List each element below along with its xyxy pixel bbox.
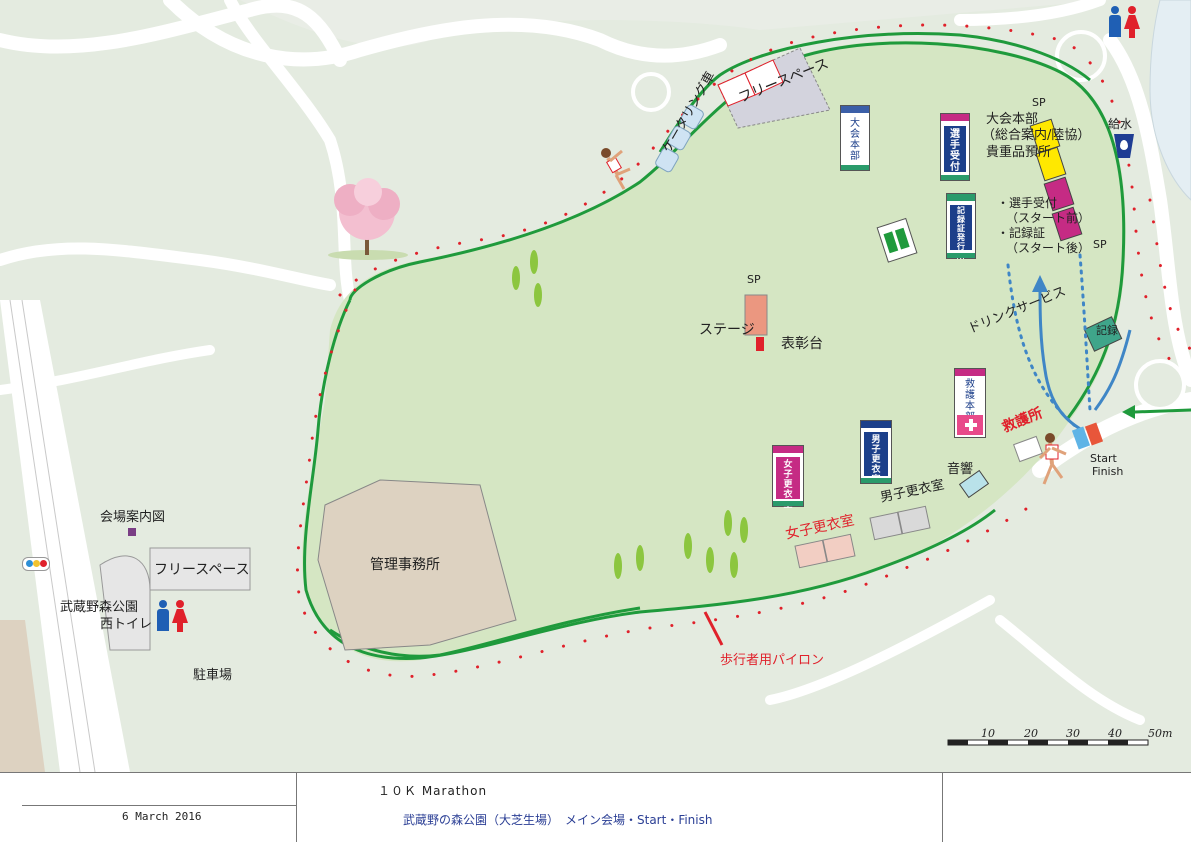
pylon-pointer [703, 611, 724, 646]
podium-block [756, 337, 764, 351]
sound-label: 音響 [947, 462, 974, 477]
cherry-tree [328, 178, 408, 260]
finish-label: Finish [1092, 465, 1124, 478]
free-space-left-block [149, 547, 251, 591]
reg-note-2: （スタート前） [1006, 211, 1091, 225]
scale-tick-20: 20 [1024, 727, 1038, 740]
stage-block [744, 294, 768, 336]
venue-guide-marker [128, 528, 136, 536]
main-lawn [302, 40, 1126, 662]
admin-office-label: 管理事務所 [370, 557, 440, 573]
free-space-top-area [717, 47, 831, 129]
sp-label-1: SP [1032, 96, 1046, 109]
podium-label: 表彰台 [781, 336, 823, 352]
admin-office-building [317, 479, 517, 651]
mens-changing-block [869, 505, 931, 541]
registration-sign-text: 選手受付 [950, 129, 960, 173]
toilet-women-icon [1124, 6, 1140, 38]
rec-note-1: ・記録証 [997, 226, 1046, 240]
pylon-label: 歩行者用パイロン [720, 653, 825, 668]
record-sign-text: 記録証発行所 [957, 206, 965, 260]
registration-sign: 選手受付 [940, 113, 970, 181]
mens-changing-sign: 男子更衣室 [860, 420, 892, 485]
hq-desc-3: 貴重品預所 [986, 145, 1052, 160]
course-arrow [1032, 275, 1048, 292]
reg-note-1: ・選手受付 [997, 196, 1058, 210]
parking-label: 駐車場 [193, 668, 233, 683]
first-aid-hq-sign: 救護本部 [954, 368, 986, 438]
hq-desc-2: （総合案内/陸協） [982, 128, 1091, 143]
record-sign: 記録証発行所 [946, 193, 976, 260]
start-label: Start [1090, 452, 1117, 465]
catering-cars [655, 104, 704, 173]
venue-guide-map-label: 会場案内図 [100, 510, 166, 525]
sp-label-2: SP [1093, 238, 1107, 251]
sound-booth-block [958, 469, 990, 499]
finish-runner-icon [1038, 433, 1067, 485]
roundabout [631, 72, 671, 112]
first-aid-block [1013, 435, 1043, 463]
runner-icon [601, 148, 631, 190]
west-toilet-men-icon [156, 600, 170, 632]
trees [512, 250, 748, 579]
title-block: １０Ｋ Marathon 6 March 2016 武蔵野の森公園（大芝生場） … [0, 772, 1191, 842]
scale-tick-50: 50m [1148, 727, 1173, 740]
womens-changing-block [794, 533, 856, 569]
traffic-light-icon [22, 557, 50, 571]
registration-booth-sign [876, 217, 918, 263]
scale-tick-30: 30 [1066, 727, 1080, 740]
event-title: １０Ｋ Marathon [378, 784, 488, 798]
rec-note-2: （スタート後） [1006, 241, 1091, 255]
event-date: 6 March 2016 [122, 810, 202, 823]
hq-sign-text: 大会本部 [850, 118, 860, 162]
highway [0, 299, 130, 773]
womens-changing-sign: 女子更衣室 [772, 445, 804, 510]
sp-label-3: SP [747, 273, 761, 286]
hq-booths [1029, 118, 1083, 242]
water-drop-icon [1120, 140, 1128, 150]
record-booth-block [1083, 316, 1123, 352]
west-toilet-label-2: 西トイレ [100, 617, 153, 632]
record-booth-label: 記録 [1096, 324, 1118, 337]
stage-label: ステージ [699, 322, 755, 338]
first-aid-cross-icon [957, 415, 983, 435]
hq-desc-1: 大会本部 [986, 112, 1039, 127]
west-toilet-women-icon [172, 600, 188, 632]
toilet-icon [1108, 6, 1122, 38]
scale-tick-40: 40 [1108, 727, 1122, 740]
course-line-upper [348, 41, 1126, 419]
hq-sign: 大会本部 [840, 105, 870, 171]
scale-tick-10: 10 [981, 727, 995, 740]
free-space-left-label: フリースペース [154, 562, 250, 578]
water-label: 給水 [1108, 117, 1133, 131]
pond [1149, 0, 1191, 201]
west-toilet-label-1: 武蔵野森公園 [60, 600, 139, 615]
scale-bar [947, 739, 1149, 746]
inflow-arrow [1122, 405, 1135, 419]
start-finish-gate [1071, 422, 1104, 450]
event-venue: 武蔵野の森公園（大芝生場） メイン会場・Start・Finish [403, 813, 713, 827]
